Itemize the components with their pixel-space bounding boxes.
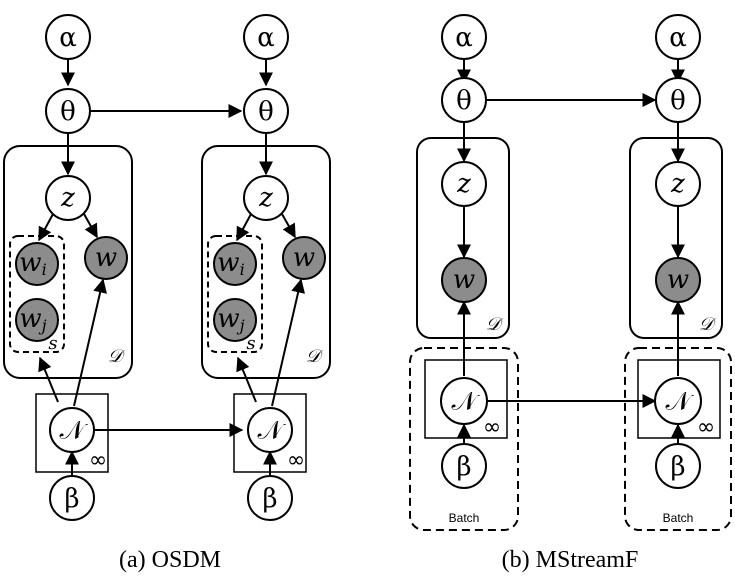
osdm-w-node-2 <box>282 236 326 280</box>
osdm-w-label-2: w <box>293 243 315 273</box>
mstreamf-z-node-2 <box>655 161 701 207</box>
osdm-beta-node-2 <box>247 475 293 521</box>
osdm-wj-node-1 <box>15 298 59 342</box>
osdm-plate-d-label-2: 𝒟 <box>306 346 324 367</box>
osdm-beta-label-1: β <box>64 484 79 514</box>
osdm-infinity-label-1: ∞ <box>89 448 107 473</box>
mstreamf-plate-d-label-2: 𝒟 <box>699 314 717 335</box>
osdm-wi-label-1: wi <box>19 248 46 279</box>
osdm-wi-node-2 <box>213 242 257 286</box>
osdm-n-label-1: 𝒩 <box>60 416 89 446</box>
osdm-plate-s-label-1: s <box>48 333 57 354</box>
mstreamf-z-label-1: z <box>456 169 471 199</box>
mstreamf-theta-label-2: θ <box>670 86 686 116</box>
mstreamf-plate-inf-1 <box>424 359 508 439</box>
mstreamf-w-label-2: w <box>667 265 689 295</box>
mstreamf-theta-label-1: θ <box>456 86 472 116</box>
mstreamf-theta-node-1 <box>441 77 487 123</box>
osdm-theta-label-1: θ <box>60 97 76 127</box>
caption-osdm: (a) OSDM <box>119 547 221 573</box>
osdm-infinity-label-2: ∞ <box>287 448 305 473</box>
osdm-theta-label-2: θ <box>258 97 274 127</box>
mstreamf-alpha-label-2: α <box>669 23 687 53</box>
mstreamf-theta-node-2 <box>655 77 701 123</box>
osdm-alpha-label-2: α <box>257 23 275 53</box>
osdm-beta-node-1 <box>49 475 95 521</box>
osdm-wj-node-2 <box>213 298 257 342</box>
mstreamf-w-node-1 <box>441 257 487 303</box>
osdm-diagram: α θ z wi wj w 𝒩 β s 𝒟 ∞ α θ z wi wj w 𝒩 … <box>3 14 331 521</box>
mstreamf-alpha-label-1: α <box>455 23 473 53</box>
osdm-wj-label-1: wj <box>19 304 46 335</box>
mstreamf-alpha-node-1 <box>441 14 487 60</box>
mstreamf-n-node-2 <box>654 377 702 425</box>
osdm-theta-node-2 <box>243 88 289 134</box>
mstreamf-infinity-label-1: ∞ <box>483 415 501 440</box>
osdm-plate-d-label-1: 𝒟 <box>108 346 126 367</box>
mstreamf-infinity-label-2: ∞ <box>697 415 715 440</box>
osdm-beta-label-2: β <box>262 484 277 514</box>
osdm-wi-node-1 <box>15 242 59 286</box>
osdm-w-node-1 <box>84 236 128 280</box>
osdm-z-node-1 <box>45 175 91 221</box>
mstreamf-batch-label-1: Batch <box>449 511 480 525</box>
mstreamf-w-node-2 <box>655 257 701 303</box>
mstreamf-plate-d-label-1: 𝒟 <box>486 314 504 335</box>
osdm-theta-node-1 <box>45 88 91 134</box>
osdm-alpha-label-1: α <box>59 23 77 53</box>
osdm-n-node-2 <box>247 407 293 453</box>
mstreamf-n-label-1: 𝒩 <box>452 387 481 417</box>
osdm-alpha-node-2 <box>243 14 289 60</box>
caption-mstreamf: (b) MStreamF <box>502 547 639 573</box>
osdm-wi-label-2: wi <box>217 248 244 279</box>
mstreamf-beta-label-2: β <box>670 452 685 482</box>
osdm-plate-s-2 <box>207 235 263 353</box>
mstreamf-z-label-2: z <box>670 169 685 199</box>
osdm-n-node-1 <box>49 407 95 453</box>
osdm-z-node-2 <box>243 175 289 221</box>
osdm-wj-label-2: wj <box>217 304 244 335</box>
osdm-n-label-2: 𝒩 <box>258 416 287 446</box>
mstreamf-n-label-2: 𝒩 <box>666 387 695 417</box>
osdm-plate-s-label-2: s <box>246 333 255 354</box>
mstreamf-w-label-1: w <box>453 265 475 295</box>
mstreamf-batch-label-2: Batch <box>663 511 694 525</box>
osdm-plate-s-1 <box>9 235 65 353</box>
mstreamf-alpha-node-2 <box>655 14 701 60</box>
mstreamf-z-node-1 <box>441 161 487 207</box>
osdm-z-label-1: z <box>60 183 75 213</box>
mstreamf-beta-node-1 <box>441 443 487 489</box>
mstreamf-plate-d-2 <box>629 137 723 339</box>
mstreamf-n-node-1 <box>440 377 488 425</box>
osdm-z-label-2: z <box>258 183 273 213</box>
mstreamf-beta-node-2 <box>655 443 701 489</box>
osdm-w-label-1: w <box>95 243 117 273</box>
mstreamf-beta-label-1: β <box>456 452 471 482</box>
mstreamf-diagram: α θ z w 𝒩 β 𝒟 ∞ Batch α θ z w 𝒩 β 𝒟 ∞ Ba… <box>409 14 732 531</box>
osdm-alpha-node-1 <box>45 14 91 60</box>
